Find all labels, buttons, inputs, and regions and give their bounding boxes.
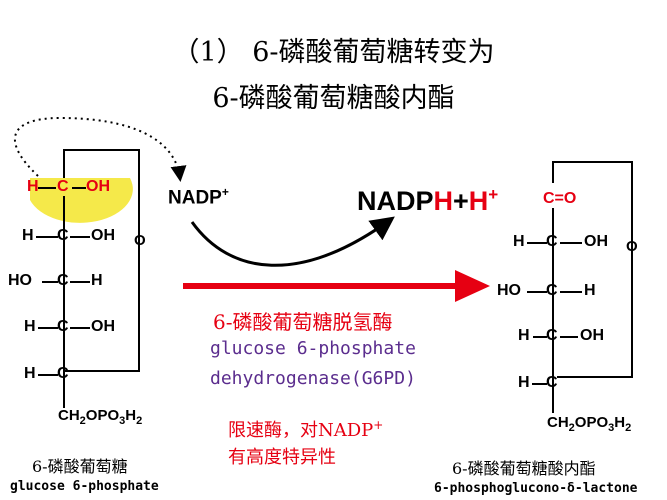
dotted-arrow [13,116,187,182]
product-c2-h: H [513,233,525,250]
substrate-c3-h: H [91,272,103,289]
enzyme-name-en-2: dehydrogenase(G6PD) [210,368,416,389]
enzyme-name-cn: 6-磷酸葡萄糖脱氢酶 [213,310,393,334]
nadp-curved-arrow [190,216,395,267]
substrate-c2-oh: OH [91,227,115,244]
substrate-c2-h: H [22,227,34,244]
substrate-ring-o: O [134,232,146,249]
substrate-c3-ho: HO [8,272,32,289]
substrate-caption-en: glucose 6-phosphate [10,479,159,494]
product-c4-c: C [546,327,558,344]
substrate-c2-c: C [57,227,69,244]
product-c5-c: C [546,374,558,391]
substrate-c6-group: CH2OPO3H2 [58,407,143,427]
product-c2-oh: OH [584,233,608,250]
product-c4-h: H [518,327,530,344]
nadph-label: NADPH+H+ [357,185,499,216]
substrate-c1-h: H [27,178,39,195]
note-line-2: 有高度特异性 [228,447,336,468]
substrate-ring-line [63,149,140,372]
substrate-caption-cn: 6-磷酸葡萄糖 [32,457,128,476]
substrate-c5-c: C [57,365,69,382]
substrate-c5-h: H [24,365,36,382]
product-c3-c: C [546,282,558,299]
product-ring-o: O [626,238,638,255]
note-line-1: 限速酶，对NADP+ [228,418,384,441]
product-caption-en: 6-phosphoglucono-δ-lactone [434,481,638,496]
product-caption-cn: 6-磷酸葡萄糖酸内酯 [452,459,596,478]
substrate-c4-h: H [24,318,36,335]
enzyme-name-en-1: glucose 6-phosphate [210,338,416,359]
product-c4-oh: OH [580,327,604,344]
substrate-c1-oh: OH [86,178,110,195]
product-c5-h: H [518,374,530,391]
product-c2-c: C [546,233,558,250]
highlight-c1 [30,178,133,223]
title-line-2: 6-磷酸葡萄糖酸内酯 [212,83,455,114]
product-c1-co: C=O [543,190,577,207]
title-line-1: （1） 6-磷酸葡萄糖转变为 [172,37,495,68]
substrate-c1-c: C [57,178,69,195]
main-arrow-head [455,270,490,302]
product-c6-group: CH2OPO3H2 [547,414,632,434]
product-c3-h: H [584,282,596,299]
substrate-c4-c: C [57,318,69,335]
substrate-c3-c: C [57,272,69,289]
substrate-c4-oh: OH [91,318,115,335]
product-c3-ho: HO [497,282,521,299]
nadp-label: NADP+ [168,185,229,209]
product-ring-line [552,161,633,378]
